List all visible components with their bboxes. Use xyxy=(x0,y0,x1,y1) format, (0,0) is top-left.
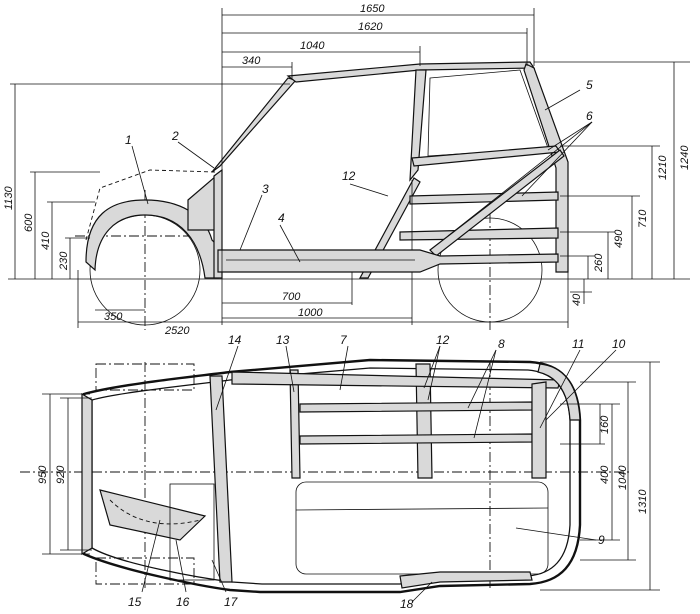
dim-1130: 1130 xyxy=(3,185,15,210)
callout-18: 18 xyxy=(400,597,414,611)
dim-920: 920 xyxy=(55,465,67,484)
b-pillar xyxy=(409,69,427,182)
top-callout-leaders xyxy=(141,345,617,603)
callout-1: 1 xyxy=(125,133,132,147)
dim-700: 700 xyxy=(282,291,301,303)
callout-15: 15 xyxy=(128,595,142,609)
top-side-rail xyxy=(231,371,561,389)
dim-1240: 1240 xyxy=(679,145,691,170)
rear-pillar xyxy=(523,63,569,273)
callout-5: 5 xyxy=(586,78,593,92)
callout-12-top: 12 xyxy=(436,333,450,347)
a-pillar xyxy=(211,77,298,173)
front-crossmember xyxy=(187,174,217,231)
callout-7: 7 xyxy=(340,333,348,347)
hood-outline xyxy=(85,169,216,241)
dim-950: 950 xyxy=(37,465,49,484)
callout-12-side: 12 xyxy=(342,169,356,183)
dim-230: 230 xyxy=(58,251,70,271)
top-body-outline xyxy=(82,358,582,594)
mid-rear-rail xyxy=(409,191,559,205)
callout-13: 13 xyxy=(276,333,290,347)
side-left-dimensions xyxy=(10,83,290,279)
callout-3: 3 xyxy=(262,182,269,196)
dim-600: 600 xyxy=(23,213,35,232)
top-windshield-frame xyxy=(209,375,233,583)
callout-17: 17 xyxy=(224,595,239,609)
dim-1040-top: 1040 xyxy=(617,465,629,490)
callout-9: 9 xyxy=(598,533,605,547)
dim-1040: 1040 xyxy=(300,40,325,52)
callout-6: 6 xyxy=(586,109,593,123)
side-bottom-dimensions xyxy=(77,270,569,328)
dim-40: 40 xyxy=(571,293,583,306)
dim-1310: 1310 xyxy=(637,489,649,514)
dim-2520: 2520 xyxy=(164,325,190,337)
top-dashboard xyxy=(99,489,207,541)
dim-1000: 1000 xyxy=(298,307,323,319)
dim-350: 350 xyxy=(104,311,123,323)
callout-14: 14 xyxy=(228,333,242,347)
top-body-inner xyxy=(91,367,571,585)
top-rear-frame xyxy=(531,381,547,479)
floor-frame xyxy=(217,249,559,273)
top-right-dimensions xyxy=(540,361,660,591)
lower-rear-rail xyxy=(399,227,559,241)
side-right-dimensions xyxy=(534,61,690,304)
dim-710: 710 xyxy=(637,209,649,228)
side-callout-leaders xyxy=(131,89,593,263)
dim-490: 490 xyxy=(613,229,625,248)
top-front-inner xyxy=(169,483,215,581)
top-view: 950 920 160 400 1040 1310 xyxy=(20,333,660,611)
top-seat-line xyxy=(295,507,549,511)
callout-4: 4 xyxy=(278,211,285,225)
callout-8: 8 xyxy=(498,337,505,351)
callout-2: 2 xyxy=(171,129,179,143)
upper-rear-rail xyxy=(411,145,562,167)
dim-410: 410 xyxy=(40,231,52,250)
dim-1620: 1620 xyxy=(358,21,383,33)
dim-1650: 1650 xyxy=(360,3,385,15)
side-view: 1650 1620 1040 340 1130 600 410 230 xyxy=(3,3,691,337)
callout-10: 10 xyxy=(612,337,626,351)
callout-11: 11 xyxy=(572,337,584,351)
dim-340: 340 xyxy=(242,55,261,67)
dim-260: 260 xyxy=(593,253,605,273)
top-left-dimensions xyxy=(42,393,92,555)
side-top-dimensions xyxy=(221,8,535,280)
dim-1210: 1210 xyxy=(657,155,669,180)
top-front-right-wheel xyxy=(95,557,195,585)
top-rail-1 xyxy=(299,401,533,413)
top-rail-2 xyxy=(299,433,533,445)
top-front-bumper xyxy=(81,392,93,556)
top-dashboard-edge xyxy=(109,499,201,525)
top-seat-area xyxy=(295,481,549,575)
top-b-cross xyxy=(289,369,301,479)
top-rear-corner xyxy=(537,363,581,421)
dim-160: 160 xyxy=(599,415,611,434)
dim-400: 400 xyxy=(599,465,611,484)
callout-16: 16 xyxy=(176,595,190,609)
top-door-sill xyxy=(399,571,533,589)
